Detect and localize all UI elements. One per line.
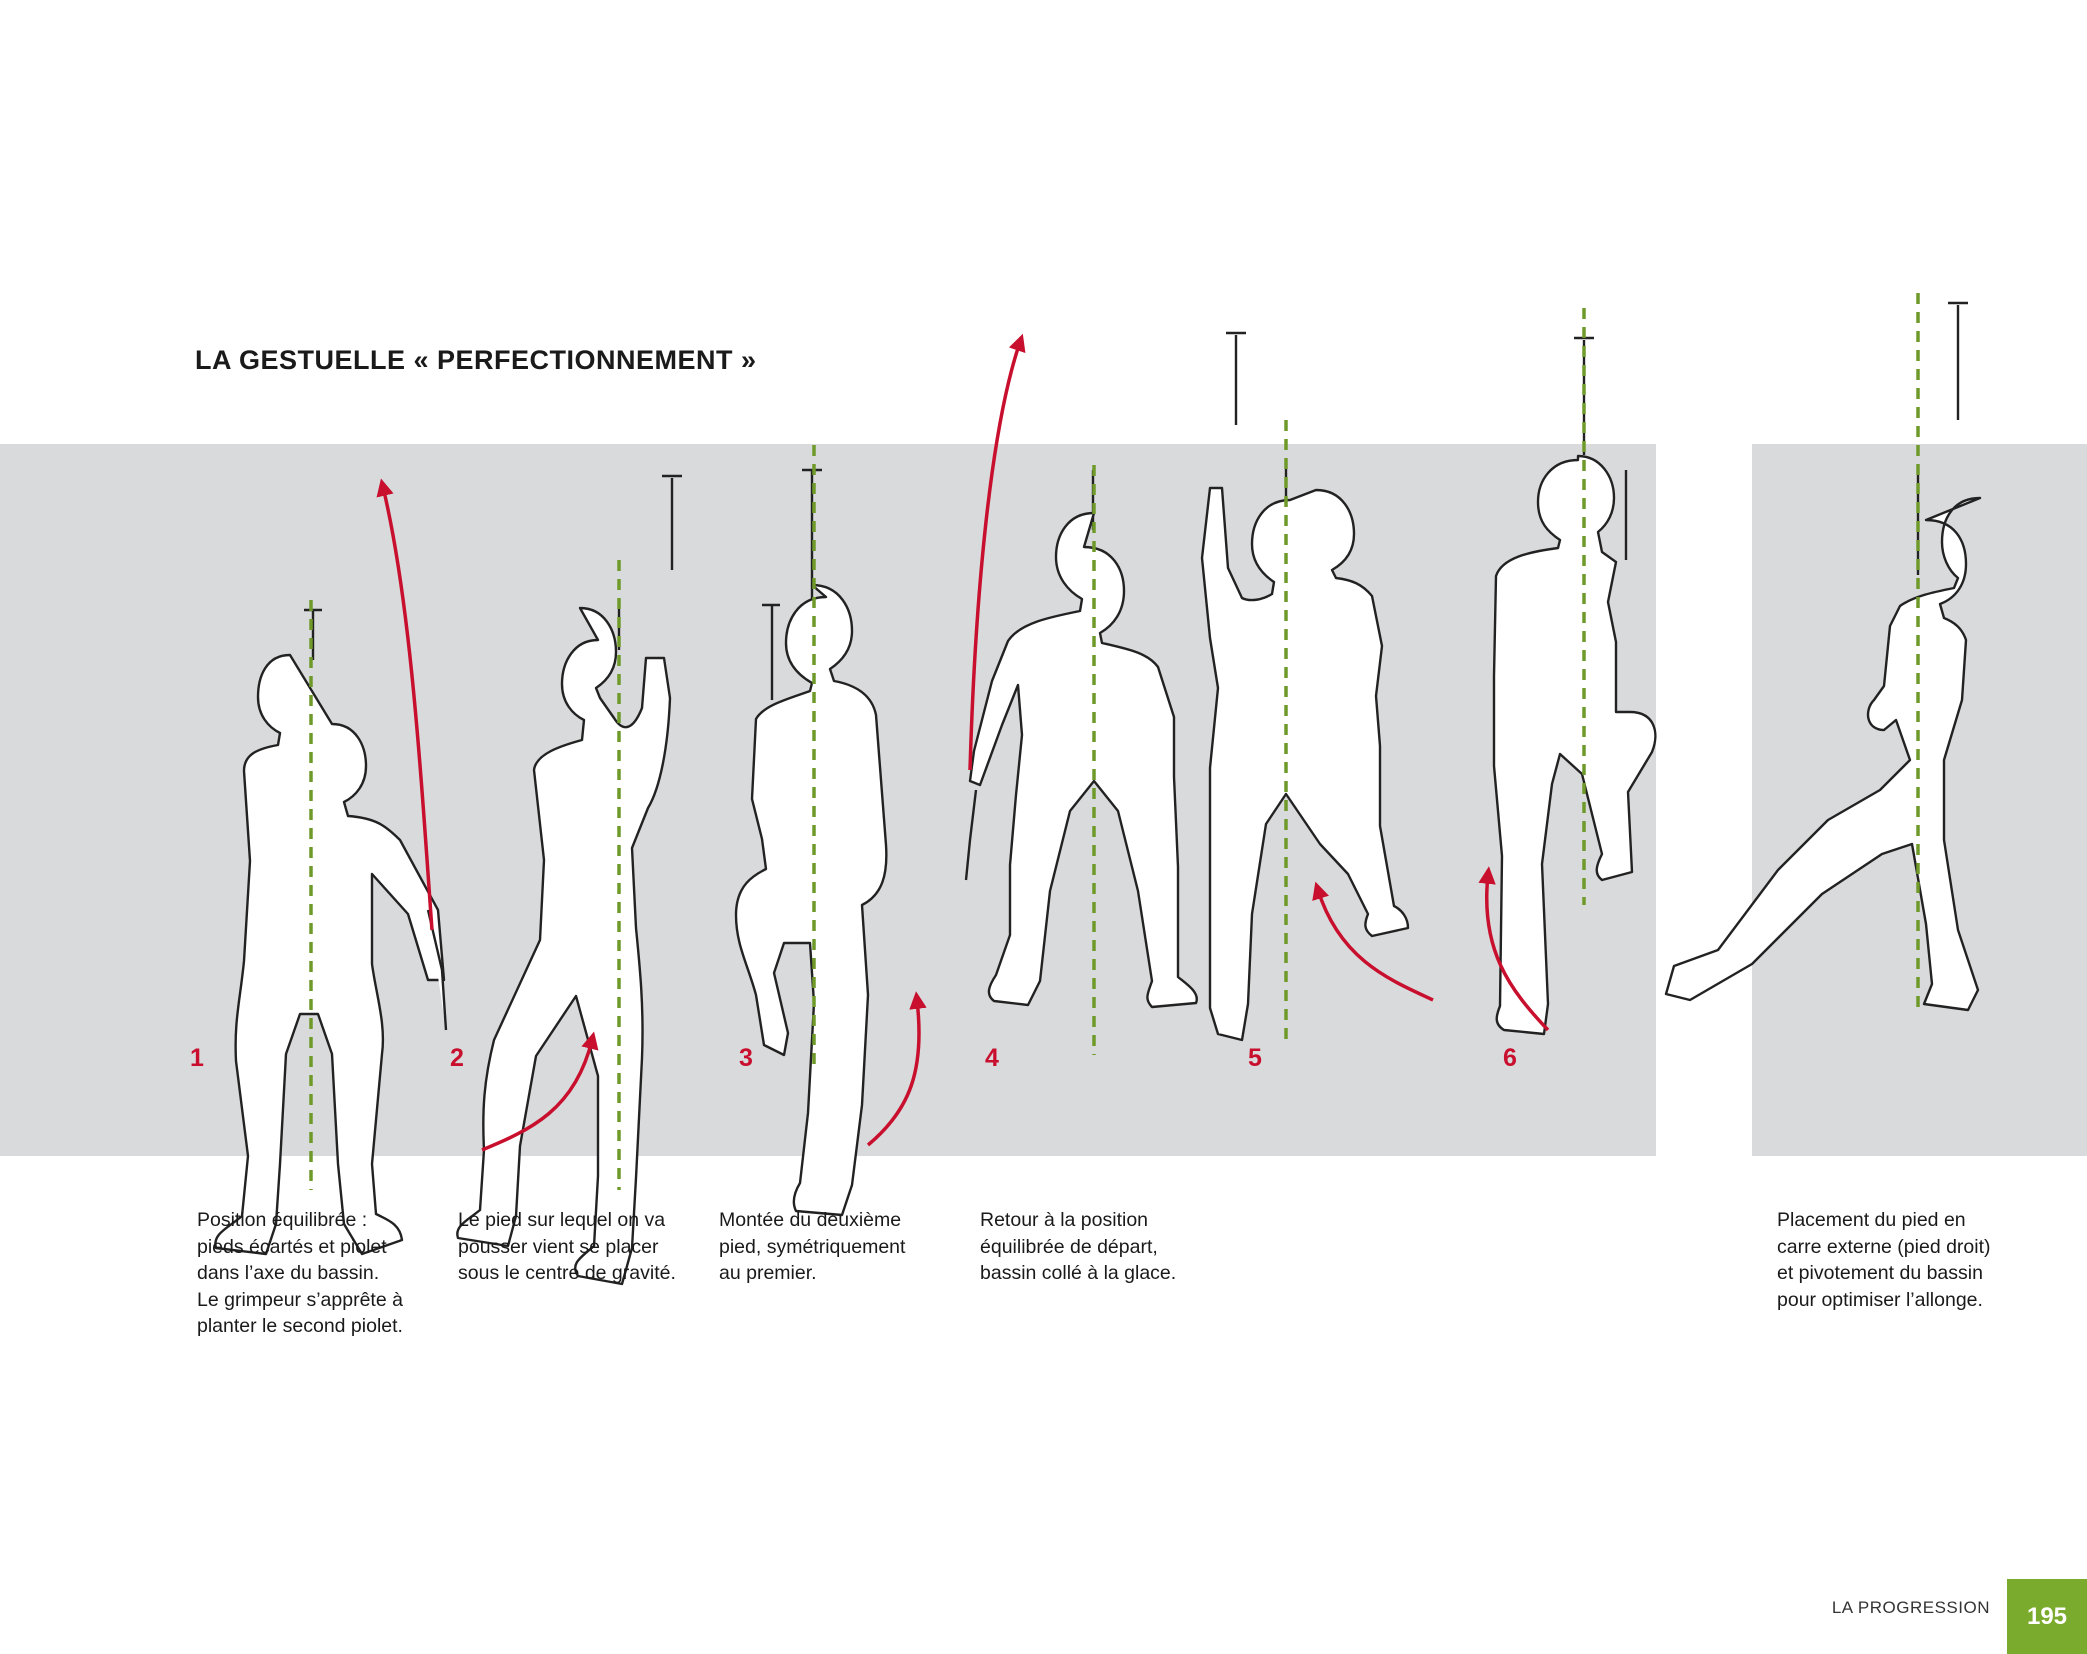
climber-figure-4	[964, 470, 1198, 1009]
step-number: 5	[1248, 1044, 1262, 1072]
step-number: 6	[1503, 1044, 1517, 1072]
climber-figure-5	[1200, 331, 1410, 1042]
step-number: 2	[450, 1044, 464, 1072]
step-numbers: 1 2 3 4 5 6	[190, 1044, 1517, 1072]
caption-step-1: Position équilibrée :pieds écartés et pi…	[197, 1209, 403, 1337]
section-title: LA GESTUELLE « PERFECTIONNEMENT »	[195, 345, 757, 375]
page-number: 195	[2007, 1579, 2087, 1654]
climber-figure-1	[214, 608, 448, 1256]
climber-figure-2	[456, 474, 682, 1286]
balance-axes	[309, 293, 1920, 1190]
step-number: 3	[739, 1044, 753, 1072]
climber-figure-7	[1664, 301, 1982, 1012]
footer-section-label: LA PROGRESSION	[1831, 1598, 1990, 1617]
step-number: 4	[985, 1044, 999, 1072]
motion-arrows	[376, 333, 1550, 1152]
step-number: 1	[190, 1044, 204, 1072]
climber-figure-6	[1492, 336, 1657, 1036]
climber-figure-3	[734, 468, 888, 1217]
